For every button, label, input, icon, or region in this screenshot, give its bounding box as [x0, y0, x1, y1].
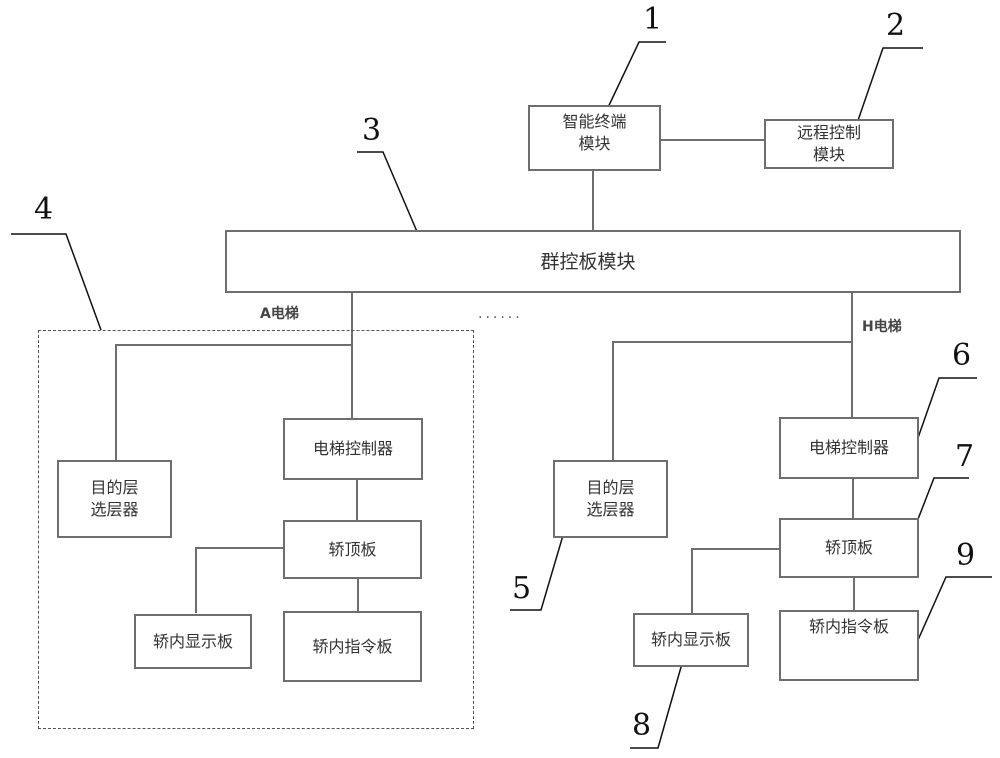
elevator-a-group: [38, 330, 474, 729]
a-car-command-label: 轿内指令板: [312, 636, 393, 656]
leader-6: [911, 377, 977, 456]
leader-2: [853, 47, 923, 133]
wire-a-top-display: [195, 547, 283, 613]
more-elevators-ellipsis: ······: [478, 310, 523, 326]
elevator-a-car-top-board: 轿顶板: [283, 520, 422, 579]
elevator-h-label: H电梯: [862, 319, 902, 335]
a-selector-line2: 选层器: [90, 500, 139, 519]
elevator-h-car-command-board: 轿内指令板: [779, 610, 919, 681]
elevator-a-label: A电梯: [260, 306, 299, 322]
elevator-a-car-display-board: 轿内显示板: [134, 614, 252, 669]
h-car-command-label: 轿内指令板: [808, 617, 889, 636]
ref-1: 1: [643, 2, 663, 37]
ref-9: 9: [956, 538, 976, 573]
leader-9: [905, 576, 992, 668]
h-controller-label: 电梯控制器: [808, 438, 889, 457]
leader-5: [510, 514, 570, 611]
ref-5: 5: [512, 571, 532, 606]
a-car-top-label: 轿顶板: [328, 539, 377, 559]
group-control-label: 群控板模块: [540, 250, 636, 273]
elevator-h-destination-selector: 目的层 选层器: [553, 460, 668, 538]
smart-terminal-line2: 模块: [578, 134, 611, 153]
a-car-display-label: 轿内显示板: [152, 631, 233, 651]
wire-h-selector: [612, 341, 852, 460]
smart-terminal-module: 智能终端 模块: [528, 105, 661, 171]
a-selector-line1: 目的层: [90, 478, 139, 497]
elevator-a-controller: 电梯控制器: [283, 418, 423, 480]
h-selector-line2: 选层器: [586, 500, 635, 519]
leader-3: [357, 151, 425, 249]
ref-7: 7: [955, 439, 975, 474]
a-controller-label: 电梯控制器: [312, 439, 393, 458]
elevator-a-destination-selector: 目的层 选层器: [57, 460, 172, 538]
elevator-a-car-command-board: 轿内指令板: [283, 611, 422, 682]
ref-4: 4: [34, 192, 54, 227]
ref-6: 6: [952, 338, 972, 373]
remote-control-line1: 远程控制: [796, 123, 861, 142]
ref-2: 2: [886, 8, 906, 43]
ref-3: 3: [362, 113, 382, 148]
wire-h-top-display: [691, 548, 779, 613]
elevator-h-controller: 电梯控制器: [779, 417, 919, 479]
elevator-h-car-top-board: 轿顶板: [779, 518, 919, 578]
smart-terminal-line1: 智能终端: [562, 112, 627, 131]
leader-4: [11, 233, 102, 331]
remote-control-module: 远程控制 模块: [764, 119, 894, 169]
wire-a-selector: [115, 344, 352, 460]
group-control-module: 群控板模块: [225, 230, 961, 293]
leader-8: [630, 652, 686, 749]
h-selector-line1: 目的层: [586, 478, 635, 497]
h-car-display-label: 轿内显示板: [650, 630, 731, 649]
remote-control-line2: 模块: [812, 145, 845, 164]
leader-1: [602, 41, 666, 119]
elevator-h-car-display-board: 轿内显示板: [633, 613, 749, 667]
h-car-top-label: 轿顶板: [824, 538, 873, 557]
ref-8: 8: [632, 708, 652, 743]
